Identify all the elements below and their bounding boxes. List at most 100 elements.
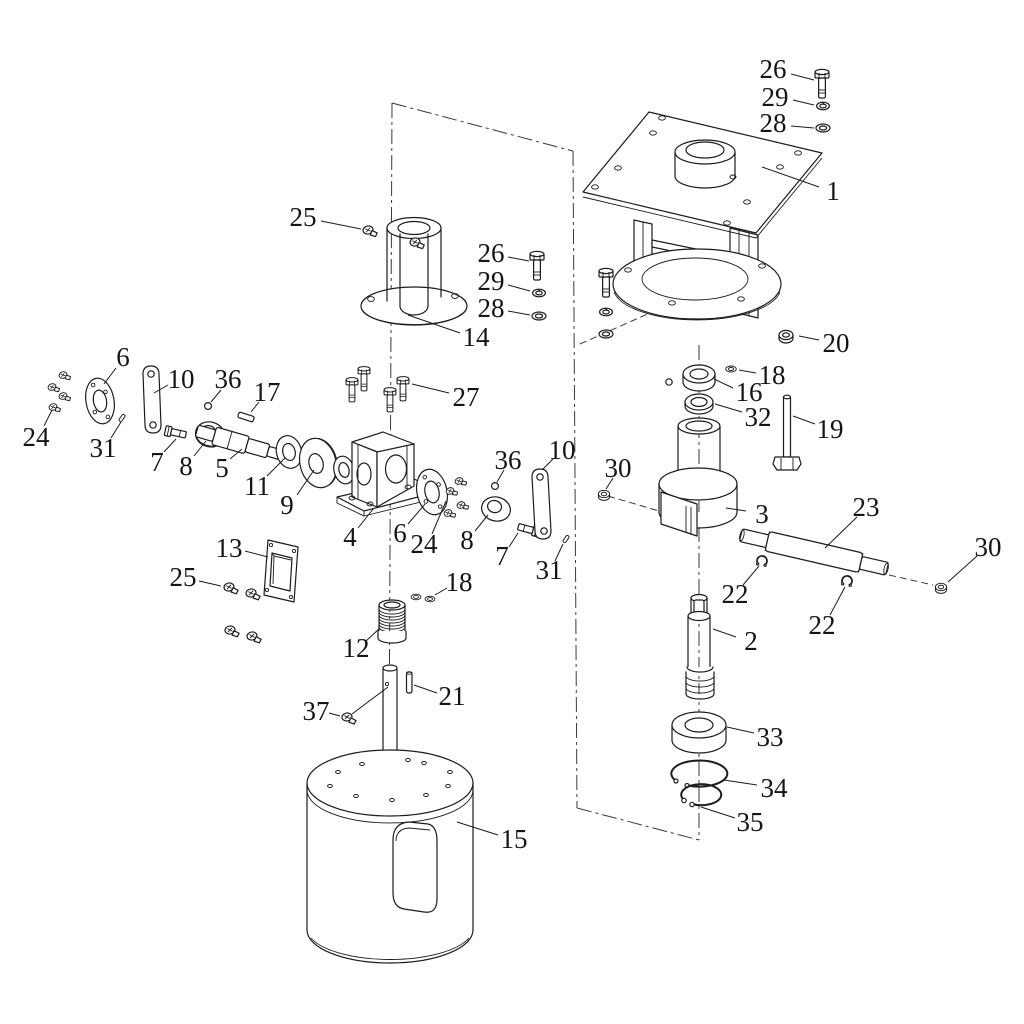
part-callout-22-2: 22 bbox=[809, 587, 846, 640]
bearing-33 bbox=[672, 712, 726, 753]
part-12-threaded-sleeve bbox=[378, 600, 406, 643]
part-2-spindle bbox=[686, 595, 714, 700]
part-callout-27: 27 bbox=[412, 382, 480, 412]
leader-line bbox=[164, 439, 176, 452]
part-13-cover-plate bbox=[264, 540, 298, 602]
pin-21 bbox=[407, 672, 413, 693]
part-number-label: 1 bbox=[826, 176, 840, 206]
part-callout-30: 30 bbox=[605, 453, 632, 489]
part-number-label: 23 bbox=[853, 492, 880, 522]
part-number-label: 34 bbox=[761, 773, 789, 803]
part-6-flange-disc-center bbox=[413, 466, 452, 517]
part-number-label: 36 bbox=[495, 445, 522, 475]
part-6-flange-disc-left bbox=[82, 376, 118, 426]
nut-18-right bbox=[726, 366, 737, 372]
nut-20 bbox=[779, 330, 793, 343]
part-number-label: 12 bbox=[343, 633, 370, 663]
part-callout-10: 10 bbox=[154, 364, 195, 394]
leader-line bbox=[948, 556, 977, 582]
leader-line bbox=[793, 416, 815, 424]
lockwasher-29-mid bbox=[533, 289, 546, 297]
part-callout-34: 34 bbox=[724, 773, 788, 803]
part-callout-26: 26 bbox=[760, 54, 815, 84]
part-1-top-plate-assembly bbox=[583, 112, 822, 320]
leader-line bbox=[793, 100, 814, 105]
part-15-motor bbox=[307, 750, 473, 963]
leader-line bbox=[104, 368, 116, 384]
leader-line bbox=[199, 581, 221, 586]
clip-22-lower bbox=[841, 575, 853, 586]
clip-22-upper bbox=[756, 555, 768, 566]
part-callout-15: 15 bbox=[457, 822, 528, 854]
part-number-label: 26 bbox=[478, 238, 505, 268]
leader-line bbox=[714, 379, 733, 388]
key-17 bbox=[238, 412, 255, 422]
part-number-label: 35 bbox=[737, 807, 764, 837]
part-callout-6: 6 bbox=[104, 342, 130, 384]
washer-28-mid bbox=[532, 312, 546, 320]
part-number-label: 15 bbox=[501, 824, 528, 854]
screws-24-left bbox=[47, 370, 71, 414]
part-number-label: 31 bbox=[536, 555, 563, 585]
washer-28-top bbox=[816, 124, 830, 132]
part-10-link-center bbox=[532, 469, 551, 539]
pin-31-left bbox=[118, 414, 125, 422]
part-number-label: 28 bbox=[760, 108, 787, 138]
part-number-label: 24 bbox=[23, 422, 51, 452]
leader-line bbox=[726, 508, 746, 511]
ball-near-16 bbox=[666, 379, 672, 385]
part-callout-5: 5 bbox=[215, 449, 242, 483]
callout-layer: 2629281202526292814276103617243178511946… bbox=[23, 54, 1002, 854]
part-number-label: 14 bbox=[463, 322, 491, 352]
part-callout-2: 2 bbox=[713, 626, 758, 656]
part-number-label: 31 bbox=[90, 433, 117, 463]
part-callout-8-2: 8 bbox=[460, 515, 488, 555]
part-10-link-left bbox=[143, 366, 161, 433]
leader-line bbox=[509, 533, 518, 547]
part-callout-9: 9 bbox=[280, 470, 314, 520]
part-number-label: 4 bbox=[343, 522, 357, 552]
part-number-label: 32 bbox=[745, 402, 772, 432]
part-number-label: 3 bbox=[755, 499, 769, 529]
pin-31-center bbox=[562, 535, 569, 543]
nut-30-left bbox=[598, 490, 609, 500]
part-number-label: 6 bbox=[116, 342, 130, 372]
part-callout-10-2: 10 bbox=[542, 435, 576, 470]
nuts-18-center bbox=[411, 594, 435, 602]
part-callout-35: 35 bbox=[701, 807, 764, 837]
part-callout-28-2: 28 bbox=[478, 293, 531, 323]
part-number-label: 10 bbox=[549, 435, 576, 465]
ball-36-left bbox=[205, 403, 212, 410]
part-number-label: 13 bbox=[216, 533, 243, 563]
part-number-label: 25 bbox=[170, 562, 197, 592]
part-callout-31: 31 bbox=[90, 422, 122, 463]
leader-line bbox=[414, 685, 437, 693]
part-number-label: 27 bbox=[453, 382, 480, 412]
part-number-label: 5 bbox=[215, 453, 229, 483]
part-23-pinion-shaft bbox=[738, 525, 891, 579]
bolt-26-top bbox=[815, 69, 829, 98]
leader-line bbox=[701, 807, 735, 818]
leader-line bbox=[508, 257, 529, 261]
leader-line bbox=[791, 126, 814, 128]
lockwasher-29-top bbox=[817, 102, 830, 110]
bolt-washer-stack-left-of-flange bbox=[599, 268, 613, 338]
ball-36-center bbox=[492, 483, 499, 490]
part-number-label: 6 bbox=[393, 518, 407, 548]
part-number-label: 21 bbox=[439, 681, 466, 711]
screw-37 bbox=[341, 712, 356, 726]
part-callout-24: 24 bbox=[23, 410, 53, 452]
leader-line bbox=[329, 713, 340, 716]
part-number-label: 26 bbox=[760, 54, 787, 84]
part-number-label: 20 bbox=[823, 328, 850, 358]
nut-30-right bbox=[935, 583, 946, 593]
bolt-19 bbox=[773, 395, 801, 470]
leader-line bbox=[739, 370, 756, 373]
part-callout-31-2: 31 bbox=[536, 544, 564, 585]
part-number-label: 10 bbox=[168, 364, 195, 394]
bolt-7-left bbox=[164, 426, 187, 440]
leader-line bbox=[508, 311, 530, 315]
part-callout-17: 17 bbox=[251, 377, 281, 412]
